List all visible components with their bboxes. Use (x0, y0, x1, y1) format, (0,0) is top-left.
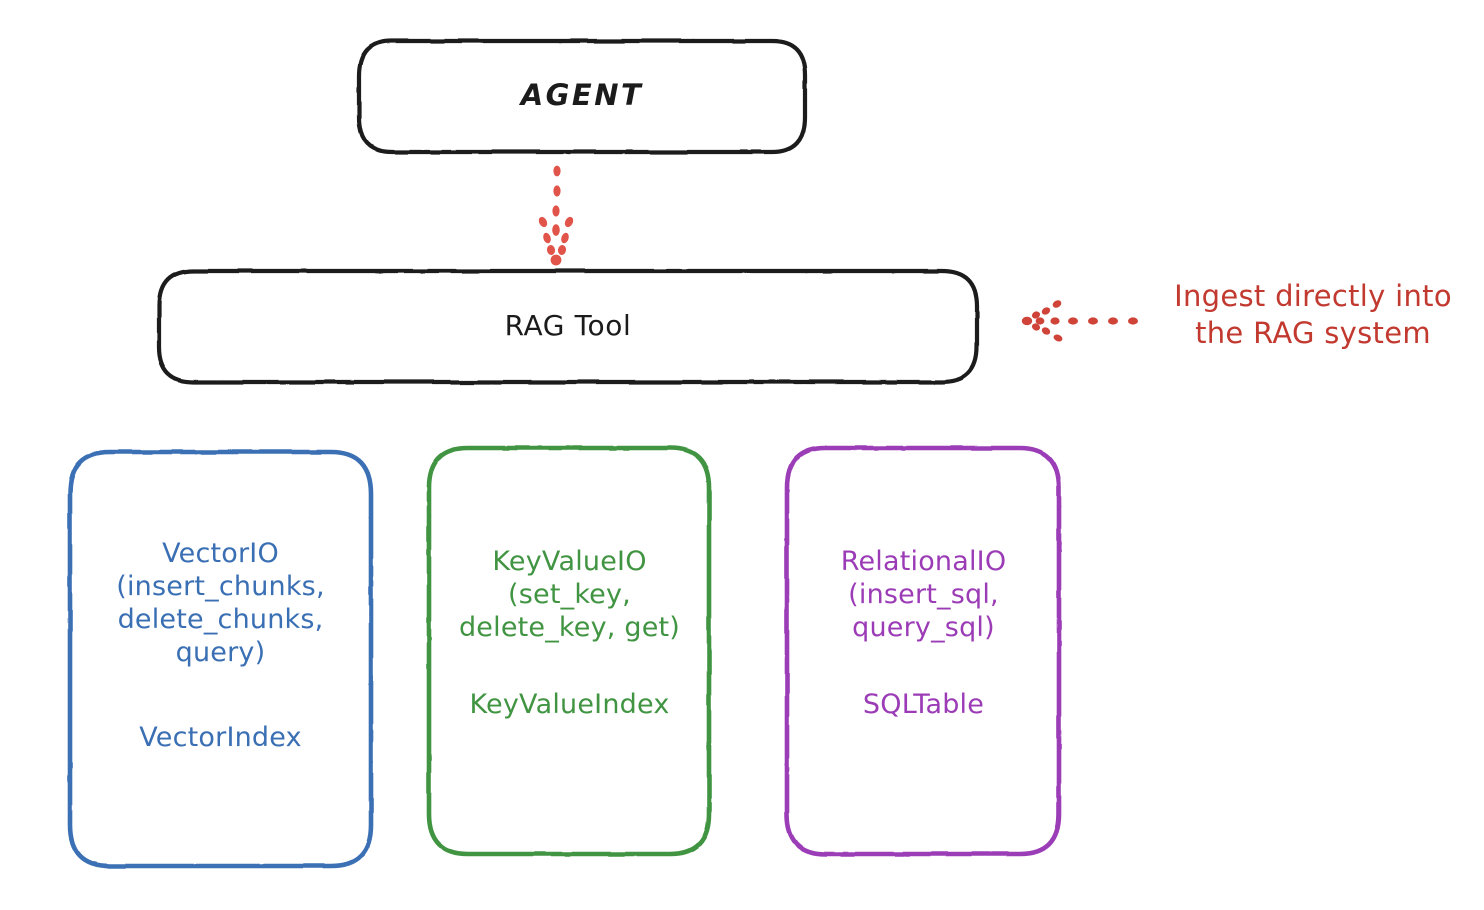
key-value-io-node[interactable]: KeyValueIO (set_key, delete_key, get) Ke… (428, 446, 711, 856)
relational-io-api-label: RelationalIO (insert_sql, query_sql) (840, 546, 1007, 643)
keyvalueio-box-outline[interactable] (426, 445, 712, 857)
agent-to-ragtool-connector (538, 165, 574, 266)
sql-table-label: SQLTable (862, 688, 985, 720)
rag-tool-node[interactable]: RAG Tool (158, 270, 978, 382)
agent-node[interactable]: AGENT (358, 40, 806, 152)
agent-box-outline[interactable] (356, 38, 808, 155)
ragtool-box-outline[interactable] (156, 268, 980, 385)
vectorio-box-outline[interactable] (67, 449, 374, 869)
key-value-io-api-label: KeyValueIO (set_key, delete_key, get) (458, 546, 681, 643)
ingest-to-ragtool-connector (1021, 300, 1138, 342)
relational-io-node[interactable]: RelationalIO (insert_sql, query_sql) SQL… (786, 446, 1061, 856)
key-value-index-label: KeyValueIndex (469, 688, 670, 720)
vector-index-label: VectorIndex (139, 721, 302, 753)
ingest-annotation-label: Ingest directly into the RAG system (1174, 279, 1452, 351)
relationalio-box-outline[interactable] (784, 445, 1062, 857)
agent-label: AGENT (520, 78, 644, 113)
vector-io-node[interactable]: VectorIO (insert_chunks, delete_chunks, … (68, 450, 373, 868)
rag-tool-label: RAG Tool (504, 308, 632, 342)
vector-io-api-label: VectorIO (insert_chunks, delete_chunks, … (116, 538, 325, 668)
